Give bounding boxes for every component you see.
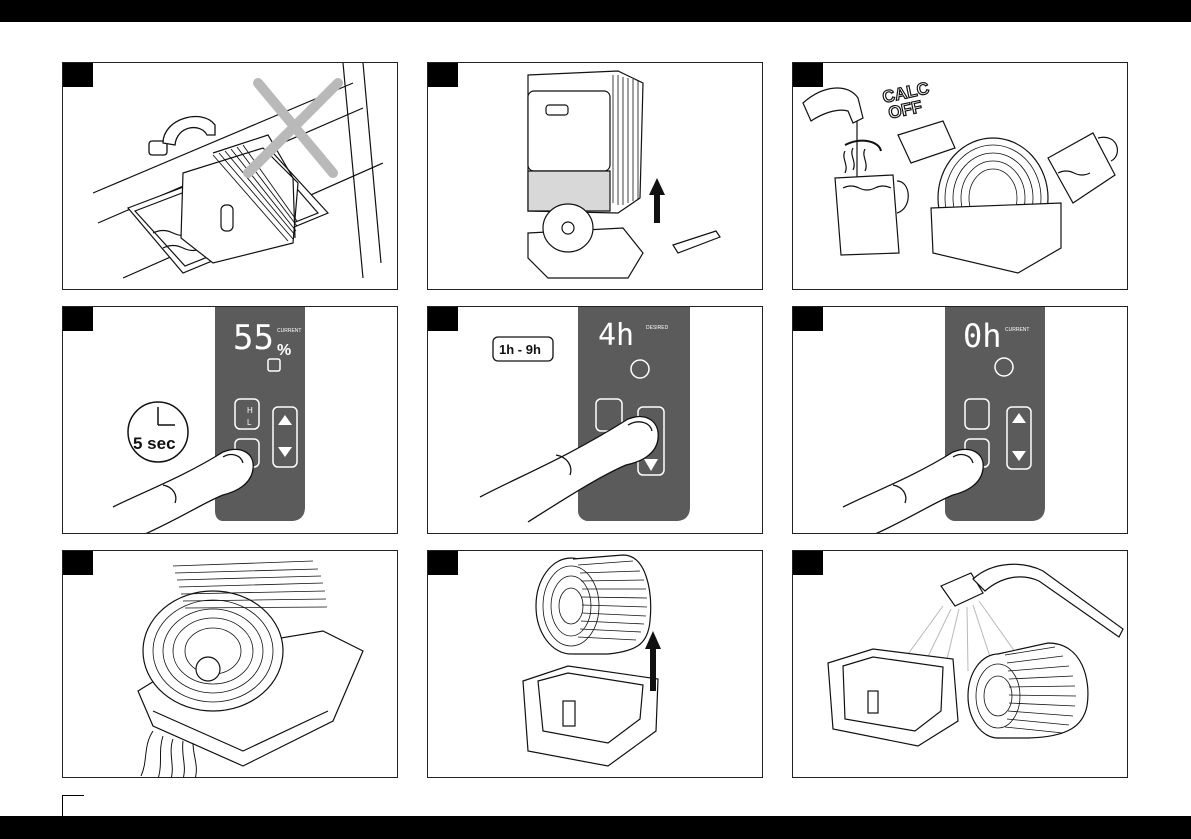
arrow-up-icon [649,178,665,223]
hold-power-button-illustration: 55 % CURRENT H L 5 sec [63,307,398,534]
finger-press-icon [843,449,983,534]
step-panel-9 [792,550,1128,778]
svg-text:H: H [247,406,253,415]
timer-label: 5 sec [133,434,176,453]
step-panel-4: 55 % CURRENT H L 5 sec [62,306,398,534]
shower-head-icon [941,564,1123,637]
display-value: 4h [598,318,634,353]
calc-off-packet: CALC OFF [881,79,955,163]
lift-housing-illustration [428,63,763,290]
water-jug-icon [1048,133,1117,203]
finger-press-icon [113,449,253,534]
clip-part-icon [673,231,720,253]
page-corner-mark [62,795,84,816]
step-panel-6: 0h CURRENT [792,306,1128,534]
do-not-cross-icon [248,83,338,173]
display-caption: CURRENT [1005,327,1029,333]
display-caption: CURRENT [277,328,301,334]
top-black-bar [0,0,1191,22]
step-panel-7 [62,550,398,778]
reset-hours-illustration: 0h CURRENT [793,307,1128,534]
step-panel-2 [427,62,763,290]
svg-text:L: L [247,418,252,427]
display-caption: DESIRED [646,325,669,331]
lift-drum-from-tray-illustration [428,551,763,778]
tap-icon [149,117,215,155]
range-label: 1h - 9h [499,342,541,357]
descale-soak-illustration: CALC OFF [793,63,1128,290]
rinse-tray-and-drum-illustration [793,551,1128,778]
display-value: 55 [233,318,274,358]
filter-drum-in-tray [931,138,1061,273]
timer-clock-icon [128,402,188,462]
step-panel-5: 4h DESIRED 1h - 9h [427,306,763,534]
bottom-black-bar [0,816,1191,839]
step-panel-8 [427,550,763,778]
remove-filter-drum-illustration [63,551,398,778]
rinse-under-tap-illustration [63,63,398,290]
step-panel-3: CALC OFF [792,62,1128,290]
display-unit: % [277,342,291,359]
step-panel-1 [62,62,398,290]
display-value: 0h [963,317,1002,355]
set-desired-hours-illustration: 4h DESIRED 1h - 9h [428,307,763,534]
